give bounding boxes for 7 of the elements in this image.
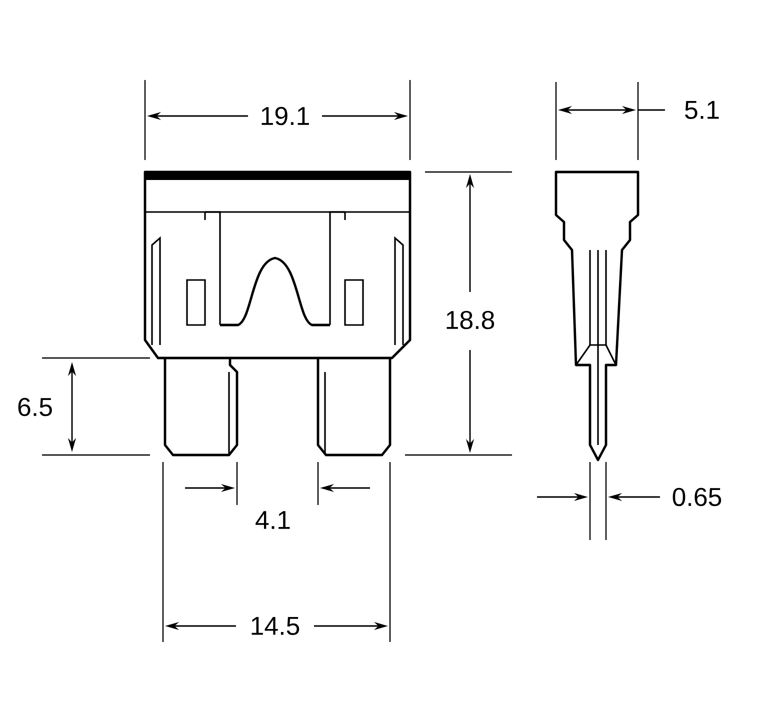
dimension-label: 6.5 (18, 398, 52, 416)
dimension-label: 0.65 (672, 488, 722, 506)
dimension-label: 18.8 (446, 310, 494, 330)
dimension-label: 19.1 (262, 106, 309, 126)
dimension-label: 4.1 (256, 511, 290, 529)
dimension-label: 5.1 (685, 100, 719, 120)
dimension-label: 14.5 (252, 616, 300, 636)
